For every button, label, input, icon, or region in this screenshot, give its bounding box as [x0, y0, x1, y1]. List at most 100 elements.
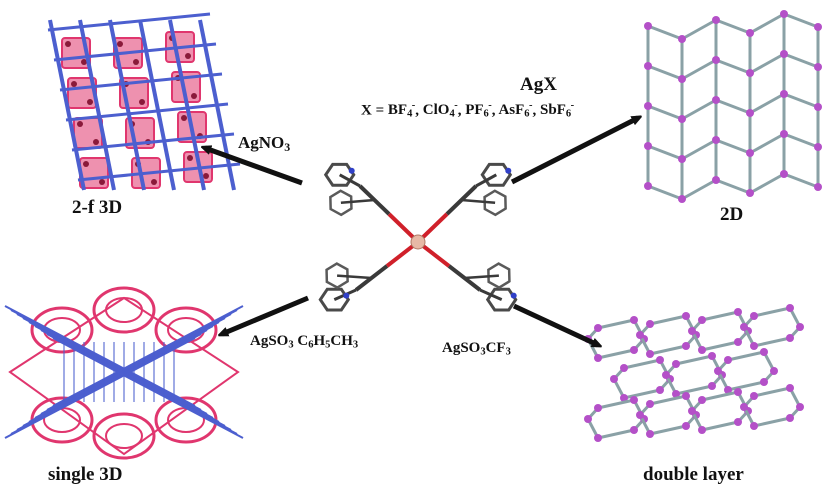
layer-bond	[649, 314, 687, 326]
layer-bond	[681, 18, 717, 41]
ag-node	[760, 348, 768, 356]
pink-node	[133, 59, 139, 65]
ag-node	[712, 136, 720, 144]
layer-bond	[753, 416, 791, 428]
ag-node	[644, 102, 652, 110]
pink-node	[181, 115, 187, 121]
layer-bond	[749, 92, 785, 115]
ag-node	[688, 407, 696, 415]
side-ring	[483, 189, 507, 217]
pyridyl-ring	[318, 287, 351, 312]
layer-bond	[749, 12, 785, 35]
anion-item: ClO4-	[422, 100, 458, 120]
ag-node	[594, 434, 602, 442]
ag-node	[678, 75, 686, 83]
ag-node	[708, 352, 716, 360]
ag-node	[698, 426, 706, 434]
ag-node	[630, 426, 638, 434]
side-ring	[329, 189, 353, 217]
blue-strut	[108, 19, 146, 191]
arrow-to-2f-3d	[205, 148, 303, 186]
ag-node	[786, 334, 794, 342]
label-2d: 2D	[720, 204, 744, 225]
pink-node	[203, 173, 209, 179]
blue-strut	[53, 42, 217, 62]
blue-strut	[78, 19, 116, 191]
ag-node	[814, 63, 822, 71]
ag-node	[698, 316, 706, 324]
ag-node	[682, 342, 690, 350]
ag-node	[724, 356, 732, 364]
ag-node	[760, 378, 768, 386]
layer-bond	[715, 98, 751, 115]
arrow-to-double-layer	[512, 303, 598, 345]
ag-node	[682, 422, 690, 430]
ag-node	[620, 394, 628, 402]
blue-strut	[71, 132, 235, 152]
ag-node	[750, 392, 758, 400]
layer-bond	[715, 58, 751, 75]
ag-node	[644, 62, 652, 70]
ag-node	[740, 323, 748, 331]
layer-bond	[715, 178, 751, 195]
layer-bond	[749, 172, 785, 195]
two-fold-3d-network-image	[47, 12, 241, 191]
ag-node	[734, 388, 742, 396]
reaction-arrows	[205, 118, 638, 345]
ag-node	[708, 382, 716, 390]
reagent-agx-title: AgX	[520, 74, 557, 95]
anion-item: BF4-	[387, 100, 416, 120]
ag-node	[620, 364, 628, 372]
pink-node	[151, 179, 157, 185]
ag-node	[636, 331, 644, 339]
layer-bond	[753, 306, 791, 318]
ag-node	[712, 96, 720, 104]
ag-node	[750, 312, 758, 320]
pink-node	[117, 41, 123, 47]
layer-bond	[675, 384, 713, 396]
pink-node	[83, 161, 89, 167]
ag-node	[656, 386, 664, 394]
blue-strut	[59, 72, 223, 92]
ag-node	[584, 415, 592, 423]
layer-bond	[783, 12, 819, 29]
pink-node	[139, 99, 145, 105]
layer-bond	[701, 310, 739, 322]
c-bond	[475, 173, 498, 188]
layer-bond	[701, 420, 739, 432]
layer-bond	[783, 52, 819, 69]
layer-bond	[749, 52, 785, 75]
pink-node	[81, 59, 87, 65]
ag-node	[712, 56, 720, 64]
blue-strut	[47, 12, 211, 32]
ag-node	[610, 375, 618, 383]
layer-bond	[597, 318, 635, 330]
2d-layer-network-image	[644, 10, 822, 203]
pink-node	[93, 139, 99, 145]
ag-node	[814, 183, 822, 191]
ag-node	[678, 115, 686, 123]
layer-bond	[783, 172, 819, 189]
ag-node	[746, 29, 754, 37]
ag-node	[630, 346, 638, 354]
blue-strut	[77, 162, 241, 182]
c-bond	[340, 198, 375, 205]
layer-bond	[647, 64, 683, 81]
c-bond	[464, 274, 499, 280]
anion-prefix: X =	[361, 102, 388, 119]
ag-node	[594, 354, 602, 362]
n-atom	[348, 167, 355, 174]
ag-node	[746, 189, 754, 197]
ag-node	[630, 316, 638, 324]
ag-node	[814, 23, 822, 31]
ag-node	[734, 338, 742, 346]
reagent-agso3cf3: AgSO3CF3	[442, 340, 511, 358]
ag-node	[678, 195, 686, 203]
layer-bond	[701, 390, 739, 402]
layer-bond	[715, 138, 751, 155]
layer-bond	[681, 98, 717, 121]
ag-node	[644, 142, 652, 150]
pink-node	[99, 179, 105, 185]
